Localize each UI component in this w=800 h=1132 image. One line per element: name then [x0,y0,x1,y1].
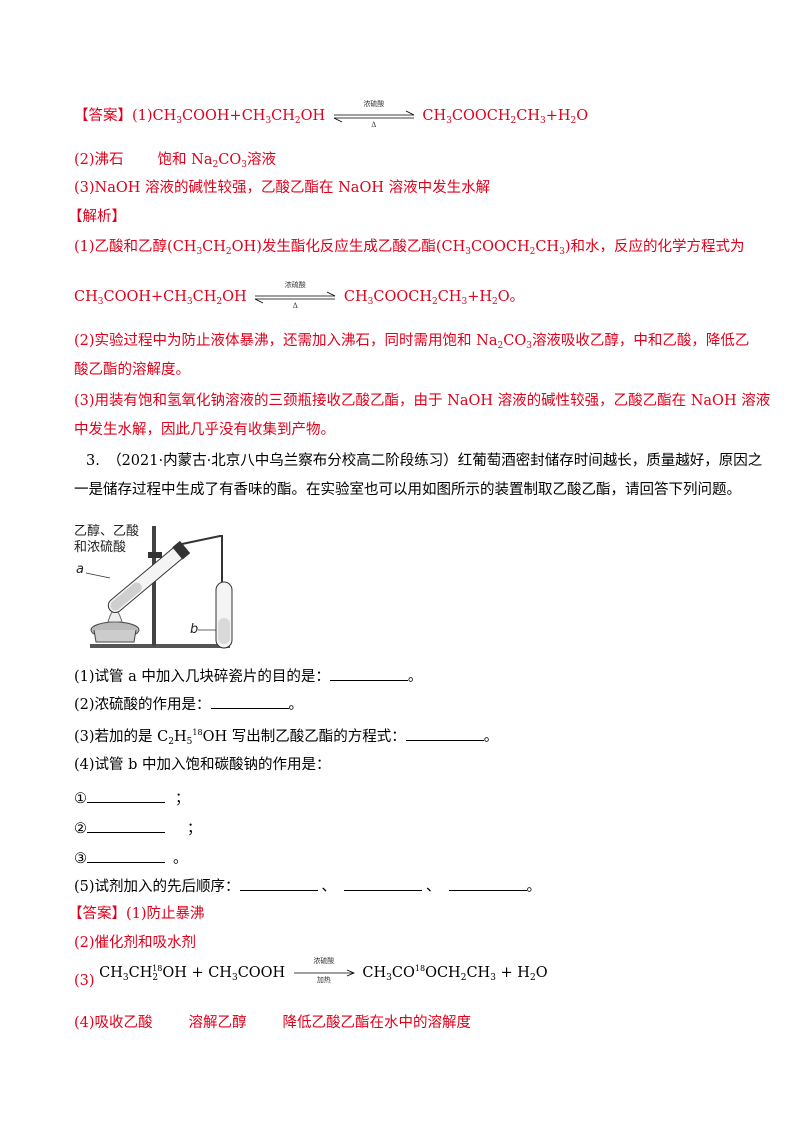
analysis-3-line-b: 中发生水解，因此几乎没有收集到产物。 [74,422,335,438]
answer-3-line: (3)NaOH 溶液的碱性较强，乙酸乙酯在 NaOH 溶液中发生水解 [74,180,491,196]
question-3-line-1: 3. （2021·内蒙古·北京八中乌兰察布分校高二阶段练习）红葡萄酒密封储存时间… [86,453,763,469]
arrow-condition-bottom: Δ [371,121,377,129]
analysis-2-line-b: 酸乙酯的溶解度。 [74,362,190,378]
question-3-4-choice-3: ③。 [74,847,188,869]
figure-label-reagents-1: 乙醇、乙酸 [74,524,140,539]
arrow-condition-bottom: 加热 [316,976,331,984]
question-3-3: (3)若加的是 C2H518OH 写出制乙酸乙酯的方程式：。 [74,725,498,747]
analysis-label: 【解析】 [68,209,126,225]
answer-blank[interactable] [344,875,423,891]
forward-arrow-icon: 浓硫酸 加热 [292,957,356,984]
equation-reactants: CH3CH218OH + CH3COOH [99,964,286,983]
answer-q3-3-num: (3) [74,973,95,989]
analysis-3-line-a: (3)用装有饱和氢氧化钠溶液的三颈瓶接收乙酸乙酯，由于 NaOH 溶液的碱性较强… [74,393,771,409]
answer-blank[interactable] [239,875,318,891]
question-3-4: (4)试管 b 中加入饱和碳酸钠的作用是： [74,757,331,773]
analysis-2-line-a: (2)实验过程中为防止液体暴沸，还需加入沸石，同时需用饱和 Na2CO3溶液吸收… [74,333,750,351]
answer-blank[interactable] [87,847,165,863]
reversible-arrow-icon: 浓硫酸 Δ [332,100,416,129]
answer-blank[interactable] [448,875,527,891]
question-3-5: (5)试剂加入的先后顺序：、、。 [74,875,541,897]
answer-blank[interactable] [87,817,165,833]
arrow-condition-top: 浓硫酸 [284,281,306,289]
question-3-line-2: 一是储存过程中生成了有香味的酯。在实验室也可以用如图所示的装置制取乙酸乙酯，请回… [74,482,741,498]
answer-label: 【答案】 [68,906,126,922]
answer-q3-4: (4)吸收乙酸溶解乙醇降低乙酸乙酯在水中的溶解度 [74,1015,472,1031]
reversible-arrow-icon: 浓硫酸 Δ [253,281,337,310]
arrow-condition-top: 浓硫酸 [313,957,335,965]
figure-label-a: a [76,562,84,577]
figure-label-b: b [190,622,199,637]
answer-2-line: (2)沸石 饱和 Na2CO3溶液 [74,150,276,170]
answer-blank[interactable] [87,787,165,803]
question-3-4-choice-1: ①； [74,787,190,809]
answer-blank[interactable] [329,665,408,681]
analysis-equation: CH3COOH+CH3CH2OH 浓硫酸 Δ CH3COOCH2CH3+H2O。 [74,281,525,310]
apparatus-figure: 乙醇、乙酸 和浓硫酸 a b [70,518,270,656]
figure-label-reagents-2: 和浓硫酸 [74,540,127,555]
arrow-condition-top: 浓硫酸 [363,100,385,108]
answer-q3-2: (2)催化剂和吸水剂 [74,935,197,951]
answer-blank[interactable] [405,725,484,741]
answer-2-a: (2)沸石 [74,152,124,168]
answer-1-line: 【答案】(1)CH3COOH+CH3CH2OH 浓硫酸 Δ CH3COOCH2C… [74,100,589,129]
question-3-4-choice-2: ②； [74,817,202,839]
answer-q3-3: (3) CH3CH218OH + CH3COOH 浓硫酸 加热 CH3CO18O… [74,957,548,989]
answer-2-b: 饱和 Na2CO3溶液 [157,152,276,170]
arrow-condition-bottom: Δ [292,302,298,310]
answer-label: 【答案】 [74,108,132,124]
apparatus-diagram [85,526,233,649]
equation-products: CH3CO18OCH2CH3 + H2O [362,964,548,983]
answer-num: (1) [132,108,153,124]
equation-products: CH3COOCH2CH3+H2O [422,108,589,126]
question-3-2: (2)浓硫酸的作用是：。 [74,693,303,715]
answer-q3-1: 【答案】(1)防止暴沸 [68,906,205,922]
equation-reactants: CH3COOH+CH3CH2OH [152,108,326,126]
answer-blank[interactable] [210,693,289,709]
analysis-1-line: (1)乙酸和乙醇(CH3CH2OH)发生酯化反应生成乙酸乙酯(CH3COOCH2… [74,239,745,257]
question-3-1: (1)试管 a 中加入几块碎瓷片的目的是：。 [74,665,422,687]
